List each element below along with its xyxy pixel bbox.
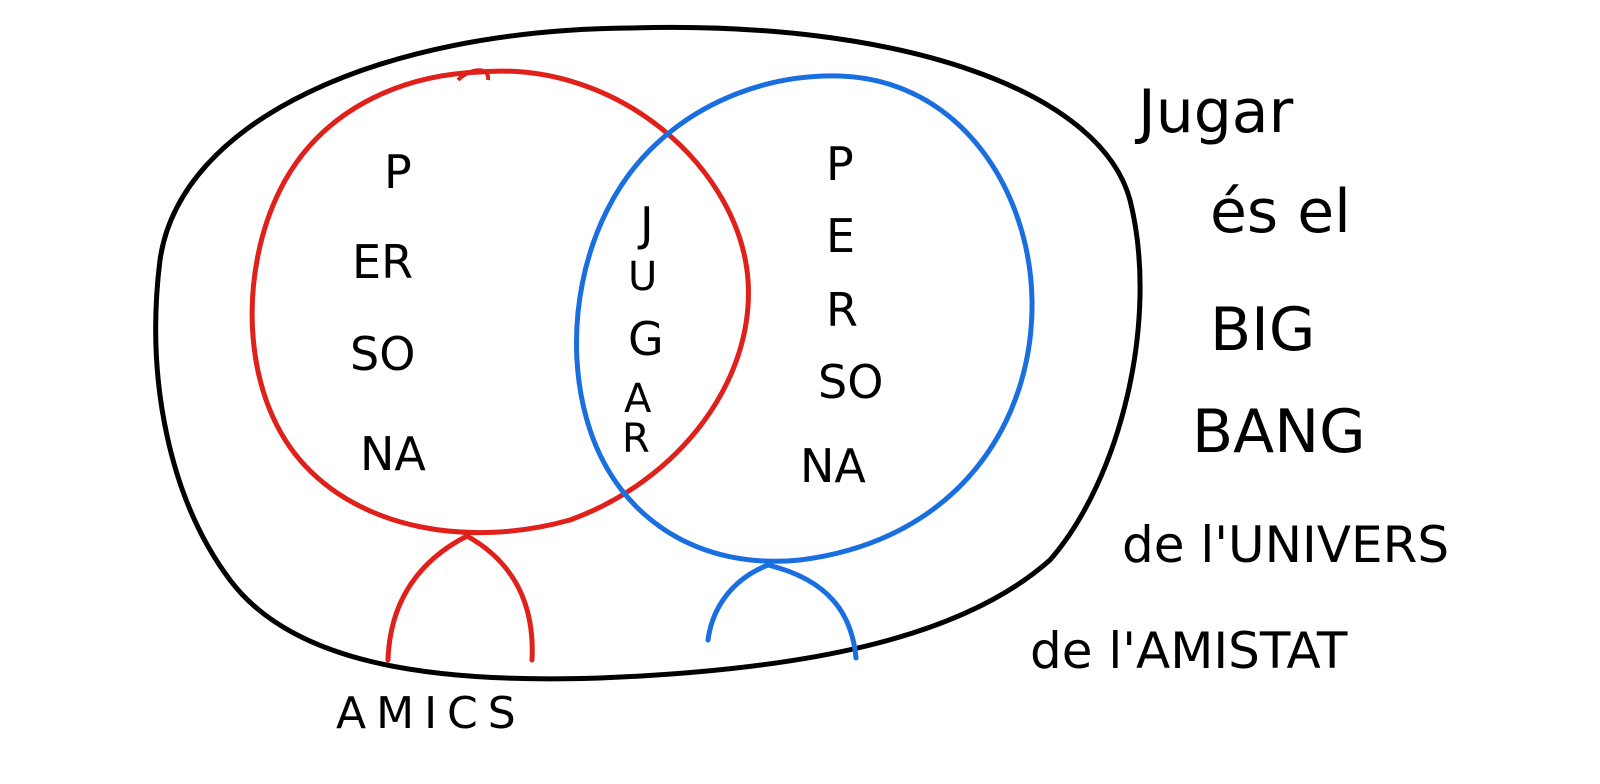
caption-line-1: Jugar [1134, 77, 1294, 147]
left-persona-line-4: NA [360, 427, 426, 481]
left-persona-label: P ER SO NA [350, 145, 426, 481]
intersection-letter-2: U [628, 254, 657, 300]
right-persona-stem [705, 562, 859, 661]
caption-line-6: de l'AMISTAT [1030, 622, 1348, 680]
left-persona-stem [385, 533, 535, 663]
caption-line-5: de l'UNIVERS [1122, 516, 1449, 574]
caption: Jugar és el BIG BANG de l'UNIVERS de l'A… [1030, 77, 1449, 680]
intersection-label: J U G A R [622, 197, 664, 462]
caption-line-2: és el [1210, 177, 1351, 247]
right-persona-line-2: E [826, 209, 855, 263]
left-persona-line-1: P [384, 145, 412, 199]
right-persona-label: P E R SO NA [800, 137, 883, 493]
right-persona-line-5: NA [800, 439, 866, 493]
friends-label: AMICS [336, 688, 526, 739]
left-persona-circle [249, 68, 751, 536]
right-persona-circle [574, 73, 1035, 564]
intersection-letter-3: G [628, 312, 664, 366]
caption-line-4: BANG [1192, 397, 1366, 467]
intersection-letter-4: A [624, 376, 652, 422]
right-persona-line-4: SO [818, 355, 883, 409]
intersection-letter-5: R [622, 416, 650, 462]
left-persona-line-2: ER [352, 235, 413, 289]
right-persona-line-1: P [826, 137, 854, 191]
intersection-letter-1: J [637, 197, 654, 251]
left-persona-line-3: SO [350, 327, 415, 381]
caption-line-3: BIG [1210, 295, 1315, 365]
left-persona-circle-tick [456, 68, 491, 82]
right-persona-line-3: R [826, 283, 858, 337]
outer-universe-ellipse [153, 24, 1143, 682]
